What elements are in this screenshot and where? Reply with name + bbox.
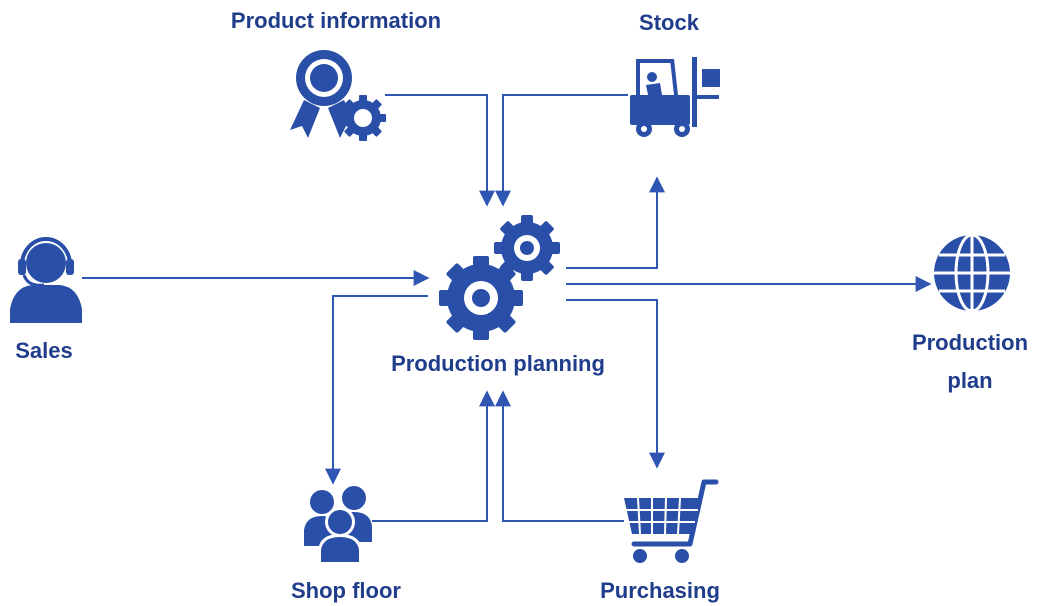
arrow-planning-to-stock [566, 176, 665, 269]
stock-label: Stock [639, 10, 700, 35]
product-information-label: Product information [231, 8, 441, 33]
arrow-stock-to-planning [495, 94, 628, 207]
production-plan-label-line2: plan [947, 368, 992, 393]
forklift-icon [630, 57, 720, 137]
gears-icon [439, 215, 560, 340]
purchasing-label: Purchasing [600, 578, 720, 603]
shopping-cart-icon [624, 479, 719, 563]
arrow-planning-to-shop-floor [325, 295, 428, 485]
production-plan-label-line1: Production [912, 330, 1028, 355]
arrow-planning-to-purchasing [566, 299, 665, 469]
certificate-gear-icon [290, 50, 386, 141]
arrow-purchasing-to-planning [495, 390, 624, 522]
arrow-product-info-to-planning [385, 94, 495, 207]
headset-agent-icon [10, 237, 82, 323]
connector-arrows [82, 94, 932, 522]
team-icon [304, 486, 372, 564]
arrow-shop-floor-to-planning [372, 390, 495, 522]
production-planning-label: Production planning [391, 351, 605, 376]
globe-icon [934, 233, 1010, 313]
sales-label: Sales [15, 338, 73, 363]
shop-floor-label: Shop floor [291, 578, 401, 603]
